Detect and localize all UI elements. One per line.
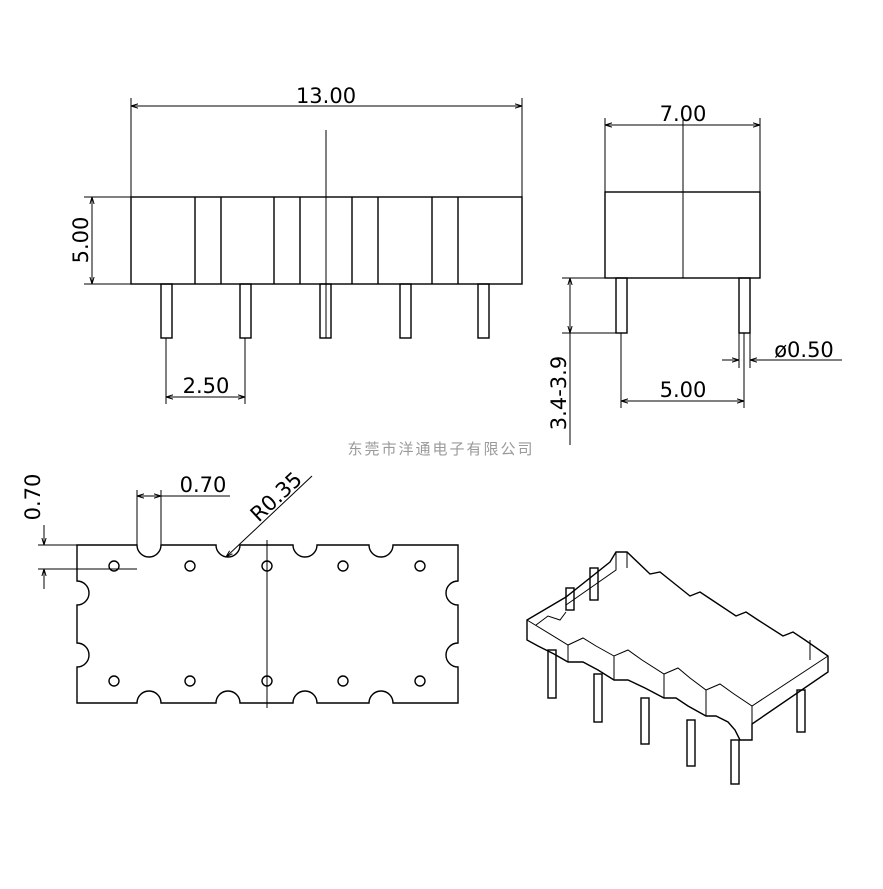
pin-holes bbox=[108, 560, 426, 687]
front-view: 13.00 5.00 2.50 bbox=[69, 84, 523, 404]
dim-row-spacing: 5.00 bbox=[620, 333, 745, 408]
dim-notch-radius: R0.35 bbox=[226, 467, 313, 557]
dim-pin-diameter-label: ø0.50 bbox=[774, 338, 834, 362]
dim-pin-diameter: ø0.50 bbox=[722, 333, 842, 368]
top-view-outline bbox=[76, 544, 459, 704]
iso-back-pins bbox=[565, 567, 599, 611]
dim-body-height: 5.00 bbox=[69, 196, 131, 285]
company-watermark: 东莞市洋通电子有限公司 bbox=[347, 440, 534, 458]
dim-pin-pitch: 2.50 bbox=[165, 338, 246, 404]
dim-overall-length-label: 13.00 bbox=[296, 84, 356, 108]
side-pins bbox=[615, 277, 751, 334]
top-view: 0.70 0.70 R0.35 bbox=[21, 467, 459, 708]
dim-pin-length: 3.4-3.9 bbox=[547, 277, 616, 445]
dim-pin-pitch-label: 2.50 bbox=[183, 374, 230, 398]
dim-notch-width-label: 0.70 bbox=[180, 473, 227, 497]
dim-body-width: 7.00 bbox=[604, 102, 761, 192]
iso-body-edges bbox=[526, 552, 829, 724]
iso-front-pins bbox=[547, 649, 806, 785]
iso-body-outline bbox=[526, 551, 829, 741]
dim-row-spacing-label: 5.00 bbox=[660, 378, 707, 402]
dim-notch-width: 0.70 bbox=[136, 473, 230, 545]
dim-body-width-label: 7.00 bbox=[660, 102, 707, 126]
side-view: 7.00 3.4-3.9 5.00 ø0.50 bbox=[547, 102, 842, 445]
front-pins bbox=[160, 283, 490, 339]
dim-notch-offset: 0.70 bbox=[21, 474, 137, 589]
dim-overall-length: 13.00 bbox=[130, 84, 523, 197]
dim-body-height-label: 5.00 bbox=[69, 217, 93, 264]
dim-pin-length-label: 3.4-3.9 bbox=[547, 356, 571, 430]
front-body-segments bbox=[194, 197, 459, 284]
dim-notch-radius-label: R0.35 bbox=[246, 467, 307, 526]
isometric-view bbox=[526, 551, 829, 785]
dim-notch-offset-label: 0.70 bbox=[21, 474, 45, 521]
